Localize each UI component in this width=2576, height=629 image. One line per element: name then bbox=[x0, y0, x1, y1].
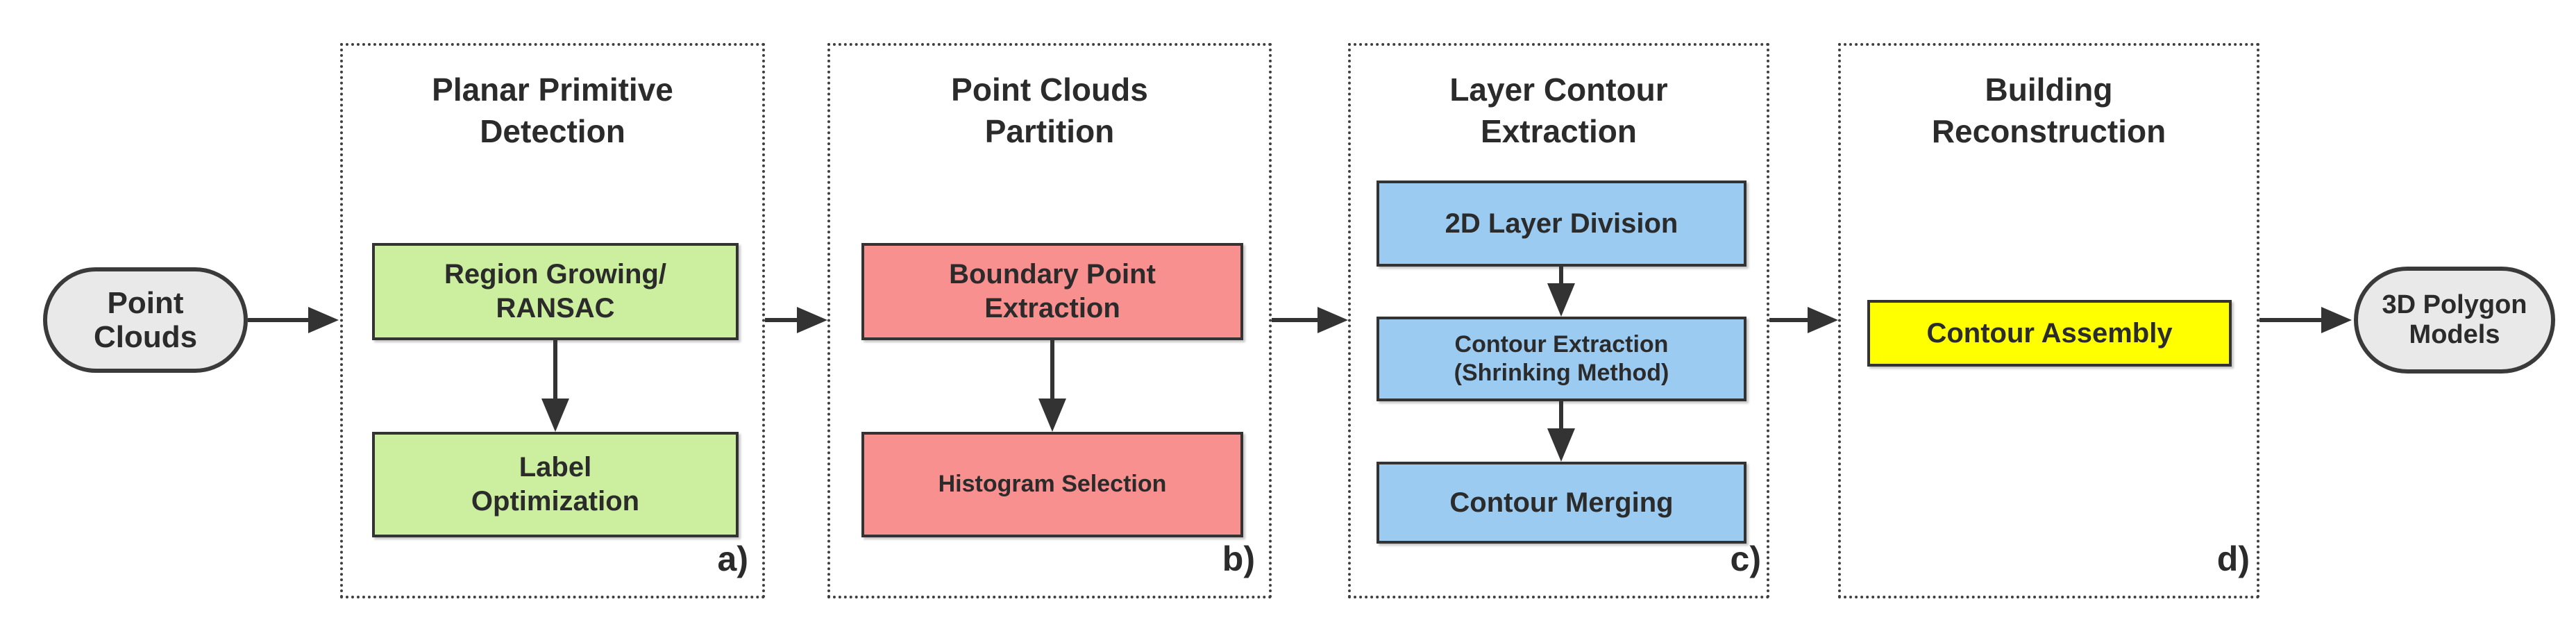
panel-title-line: Planar Primitive bbox=[432, 72, 673, 108]
step-boundary-point-extraction: Boundary Point Extraction bbox=[861, 243, 1243, 340]
panel-d-tag: d) bbox=[2216, 539, 2250, 578]
arrow-head bbox=[541, 399, 569, 432]
arrow-right-icon bbox=[765, 307, 827, 333]
arrow-shaft bbox=[1769, 318, 1809, 322]
stage-panel-point-clouds-partition: Point Clouds Partition Boundary Point Ex… bbox=[827, 43, 1272, 598]
arrow-down-icon bbox=[1038, 340, 1066, 432]
panel-c-tag: c) bbox=[1730, 539, 1761, 578]
arrow-right-icon bbox=[2259, 307, 2352, 333]
panel-c-title: Layer Contour Extraction bbox=[1351, 69, 1767, 153]
arrow-right-icon bbox=[1769, 307, 1838, 333]
panel-title-line: Reconstruction bbox=[1931, 112, 2166, 149]
panel-title-line: Detection bbox=[480, 112, 625, 149]
arrow-shaft bbox=[1050, 340, 1054, 401]
arrow-head bbox=[308, 307, 339, 333]
step-contour-merging: Contour Merging bbox=[1377, 462, 1746, 544]
panel-b-title: Point Clouds Partition bbox=[830, 69, 1269, 153]
step-label-line: RANSAC bbox=[496, 293, 615, 324]
arrow-head bbox=[1318, 307, 1348, 333]
arrow-shaft bbox=[2259, 318, 2323, 322]
arrow-down-icon bbox=[1547, 401, 1575, 462]
step-label-line: Contour Merging bbox=[1449, 487, 1674, 518]
step-histogram-selection: Histogram Selection bbox=[861, 432, 1243, 537]
arrow-right-icon bbox=[1272, 307, 1348, 333]
step-label-optimization: Label Optimization bbox=[372, 432, 739, 537]
arrow-shaft bbox=[1559, 267, 1563, 286]
stage-panel-planar-primitive-detection: Planar Primitive Detection Region Growin… bbox=[340, 43, 765, 598]
arrow-head bbox=[1547, 283, 1575, 317]
panel-a-tag: a) bbox=[717, 539, 748, 578]
panel-b-tag: b) bbox=[1222, 539, 1255, 578]
step-label-line: Contour Assembly bbox=[1926, 317, 2173, 349]
step-label-line: 2D Layer Division bbox=[1445, 208, 1678, 239]
step-label-line: Label bbox=[519, 452, 592, 483]
panel-title-line: Extraction bbox=[1481, 112, 1637, 149]
stage-panel-layer-contour-extraction: Layer Contour Extraction 2D Layer Divisi… bbox=[1348, 43, 1769, 598]
output-node-line: 3D Polygon bbox=[2382, 290, 2527, 320]
arrow-head bbox=[797, 307, 827, 333]
step-label-line: Optimization bbox=[471, 486, 640, 517]
step-label-line: (Shrinking Method) bbox=[1454, 360, 1669, 386]
arrow-down-icon bbox=[1547, 267, 1575, 317]
output-node-line: Models bbox=[2409, 320, 2500, 349]
arrow-head bbox=[1038, 399, 1066, 432]
arrow-shaft bbox=[248, 318, 310, 322]
input-node-line: Point bbox=[107, 285, 184, 320]
step-label-line: Region Growing/ bbox=[444, 259, 666, 290]
step-contour-extraction-shrinking-method: Contour Extraction (Shrinking Method) bbox=[1377, 317, 1746, 401]
arrow-down-icon bbox=[541, 340, 569, 432]
input-node-line: Clouds bbox=[93, 320, 198, 354]
panel-title-line: Partition bbox=[984, 112, 1115, 149]
step-label-line: Boundary Point bbox=[949, 259, 1156, 290]
panel-title-line: Point Clouds bbox=[951, 72, 1148, 108]
arrow-shaft bbox=[765, 318, 798, 322]
arrow-right-icon bbox=[248, 307, 339, 333]
panel-title-line: Layer Contour bbox=[1449, 72, 1668, 108]
stage-panel-building-reconstruction: Building Reconstruction Contour Assembly… bbox=[1838, 43, 2259, 598]
step-label-line: Contour Extraction bbox=[1454, 330, 1669, 358]
step-label-line: Histogram Selection bbox=[938, 471, 1167, 498]
panel-d-title: Building Reconstruction bbox=[1841, 69, 2257, 153]
step-region-growing-ransac: Region Growing/ RANSAC bbox=[372, 243, 739, 340]
panel-a-title: Planar Primitive Detection bbox=[343, 69, 762, 153]
arrow-shaft bbox=[1559, 401, 1563, 431]
panel-title-line: Building bbox=[1985, 72, 2113, 108]
arrow-shaft bbox=[553, 340, 557, 401]
input-node-point-clouds: Point Clouds bbox=[43, 267, 248, 373]
step-contour-assembly: Contour Assembly bbox=[1867, 300, 2232, 367]
step-label-line: Extraction bbox=[984, 293, 1120, 324]
step-2d-layer-division: 2D Layer Division bbox=[1377, 181, 1746, 267]
arrow-head bbox=[1547, 428, 1575, 462]
arrow-head bbox=[2321, 307, 2352, 333]
arrow-head bbox=[1808, 307, 1838, 333]
output-node-3d-polygon-models: 3D Polygon Models bbox=[2354, 267, 2555, 374]
arrow-shaft bbox=[1272, 318, 1319, 322]
